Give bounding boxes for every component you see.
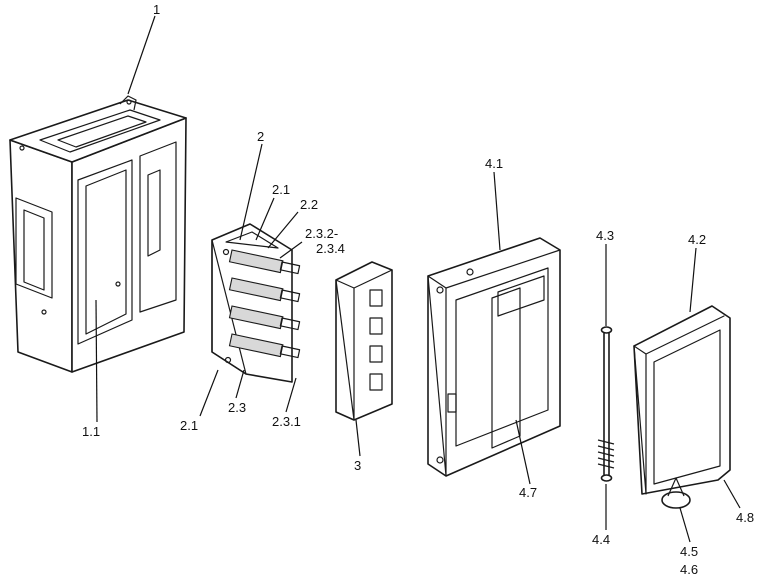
housing-right-slot <box>147 169 161 257</box>
terminal-screw-1 <box>279 261 301 275</box>
leader-4-2 <box>689 247 697 313</box>
label-4-1: 4.1 <box>485 156 503 171</box>
base-frame-body <box>427 237 561 477</box>
leader-1 <box>127 15 156 95</box>
housing-right-panel <box>139 141 177 313</box>
bolt-part-4-3 <box>597 326 615 482</box>
terminal-block-body <box>211 223 293 383</box>
cover-strip-top-edge <box>353 269 393 289</box>
lid-knob-base <box>661 491 691 509</box>
terminal-block-top-edge <box>225 231 279 249</box>
part-labels: 1 1.1 2 2.1 2.2 2.3.2- 2.3.4 2.1 2.3 2.3… <box>82 2 754 577</box>
bolt-nut <box>600 474 613 482</box>
terminal-row-3 <box>228 305 301 331</box>
terminal-screw-3 <box>279 317 301 331</box>
terminal-block-side <box>211 239 247 375</box>
terminal-row-2 <box>228 277 301 303</box>
base-frame-hole-bottom <box>436 456 444 464</box>
housing-screw-hole <box>115 281 121 287</box>
lid-panel-body <box>633 305 731 495</box>
label-2-3-4: 2.3.4 <box>316 241 345 256</box>
label-2-3-1: 2.3.1 <box>272 414 301 429</box>
terminal-screw-2 <box>279 289 301 303</box>
label-2: 2 <box>257 129 264 144</box>
label-4-7: 4.7 <box>519 485 537 500</box>
label-4-3: 4.3 <box>596 228 614 243</box>
base-frame-part-4-1 <box>427 237 561 477</box>
leader-2-2 <box>267 211 299 249</box>
housing-screw-hole-2 <box>41 309 47 315</box>
label-2-1-top: 2.1 <box>272 182 290 197</box>
housing-corner-hole <box>19 145 25 151</box>
label-4-2: 4.2 <box>688 232 706 247</box>
cover-strip-window-4 <box>369 373 383 391</box>
label-4-8: 4.8 <box>736 510 754 525</box>
label-2-1-bottom: 2.1 <box>180 418 198 433</box>
housing-left-face <box>9 139 73 373</box>
terminal-hole-bottom <box>224 356 232 364</box>
spring-coils <box>597 439 615 469</box>
label-3: 3 <box>354 458 361 473</box>
housing-ear-hole <box>126 99 132 105</box>
terminal-hole-top <box>222 248 230 256</box>
leader-1-1 <box>95 299 98 423</box>
leader-2-3-1 <box>285 377 297 413</box>
leader-2-1a <box>255 197 275 241</box>
lid-panel-inner <box>653 329 721 485</box>
label-4-5: 4.5 <box>680 544 698 559</box>
terminal-screw-4 <box>279 345 301 359</box>
leader-2-3 <box>235 369 245 399</box>
housing-left-cutout-inner <box>23 209 45 291</box>
base-frame-top-edge <box>445 249 561 289</box>
housing-top-face <box>9 99 187 163</box>
leader-2-3-2 <box>279 241 303 259</box>
lid-panel-part-4-2 <box>633 305 731 509</box>
leader-4-5 <box>679 507 691 543</box>
cover-strip-window-2 <box>369 317 383 335</box>
leader-4-8 <box>723 479 741 509</box>
leader-lines <box>95 15 741 543</box>
base-frame-bracket <box>497 275 545 317</box>
label-4-6: 4.6 <box>680 562 698 577</box>
label-4-4: 4.4 <box>592 532 610 547</box>
housing-front-window-inner <box>85 169 127 335</box>
housing-part-1 <box>9 95 187 373</box>
cover-strip-window-1 <box>369 289 383 307</box>
leader-2-1b <box>199 369 219 417</box>
terminal-row-1 <box>228 249 301 275</box>
lid-panel-side <box>633 345 647 495</box>
cover-strip-window-3 <box>369 345 383 363</box>
leader-3 <box>355 419 361 457</box>
base-frame-slot <box>447 393 457 413</box>
lid-panel-top-edge <box>645 315 725 355</box>
housing-front-window <box>77 159 133 345</box>
base-frame-hole-top <box>436 286 444 294</box>
label-2-3-2: 2.3.2- <box>305 226 338 241</box>
cover-strip-part-3 <box>335 261 393 421</box>
label-1: 1 <box>153 2 160 17</box>
bolt-spring <box>597 439 615 469</box>
housing-top-ear <box>119 95 137 111</box>
label-1-1: 1.1 <box>82 424 100 439</box>
terminal-block-part-2 <box>211 223 301 383</box>
base-frame-hole-top2 <box>466 268 474 276</box>
leader-2 <box>239 143 263 241</box>
bolt-head <box>600 326 613 334</box>
base-frame-side <box>427 275 447 477</box>
lid-knob-grip <box>667 477 685 497</box>
leader-4-1 <box>493 171 501 251</box>
cover-strip-side <box>335 279 355 421</box>
terminal-row-4 <box>228 333 301 359</box>
housing-top-slot-inner <box>57 115 147 148</box>
label-2-2: 2.2 <box>300 197 318 212</box>
cover-strip-body <box>335 261 393 421</box>
housing-top-slot <box>39 109 161 153</box>
leader-4-7 <box>515 419 531 485</box>
label-2-3: 2.3 <box>228 400 246 415</box>
housing-left-cutout <box>15 197 53 299</box>
